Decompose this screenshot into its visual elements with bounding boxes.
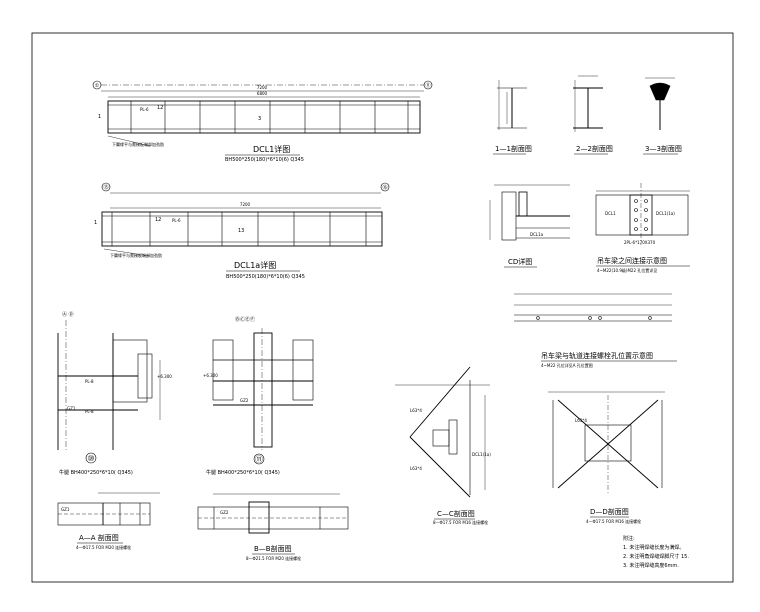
dcl1a-note: 下翼缘平与爬梯板端部加劲肋 [110, 252, 162, 258]
dcl1-mark-3: 3 [258, 116, 261, 122]
dcl1-dim-total: 7200 [257, 85, 268, 90]
notes-n2: 2. 未注明角焊缝焊脚尺寸 15. [623, 553, 689, 560]
section-a-a: GZ1 A—A 剖面图 4—Φ17.5 FOR M20 连接螺栓 [57, 492, 160, 550]
n10-axis: Ⓐ Ⓓ [62, 311, 74, 318]
cc-dcl: DCL1(1a) [472, 452, 491, 457]
n10-circle: ⑩ [87, 454, 94, 463]
dcl1a-mark-13: 13 [238, 228, 244, 234]
section-b-b: GZ2 B—B剖面图 8—Φ21.5 FOR M20 连接螺栓 [197, 493, 349, 561]
join-sub: 4~M22(10.9级)M22 孔位置详见 [597, 267, 657, 273]
rail-bolt-layout: 吊车梁与轨道连接螺栓孔位置示意图 4~M22 孔位详见A 孔位置图 [514, 293, 677, 368]
notes-n1: 1. 未注明焊缝长度为满焊。 [623, 544, 684, 551]
section-3-3: 3—3剖面图 [643, 77, 682, 155]
section-1-1: 1—1剖面图 [493, 80, 532, 155]
join-note: 2PL-6*170X370 [624, 240, 656, 245]
aa-label: A—A 剖面图 [79, 533, 119, 542]
n11-axis: ⒷⒸⒺⒻ [235, 316, 255, 323]
dcl1-note: 下翼缘平与爬梯板端部加劲肋 [112, 141, 164, 147]
n11-elev: +6.300 [203, 373, 218, 378]
dd-l: L63*4 [575, 418, 587, 423]
dcl1a-axis-left: ⑮ [103, 184, 108, 191]
aa-gz: GZ1 [61, 507, 70, 512]
bb-sub: 8—Φ21.5 FOR M20 连接螺栓 [246, 555, 301, 561]
cd-mark: DCL1a [530, 232, 544, 237]
n10-spec: 牛腿 BH400*250*6*10( Q345) [59, 469, 133, 476]
section-c-c: L63*4 L63*4 DCL1(1a) C—C剖面图 8—Φ17.5 FOR … [395, 366, 491, 525]
cd-label: CD详图 [508, 257, 532, 266]
dcl1a-axis-right: ⑯ [382, 184, 387, 191]
bb-label: B—B剖面图 [254, 544, 292, 553]
dcl1a-title: DCL1a详图 [234, 260, 276, 270]
join-right: DCL1(1a) [656, 211, 675, 216]
sheet-border [31, 32, 734, 583]
node-10: Ⓐ Ⓓ PL-8 PL-8 GZ1 +6.300 ⑩ 牛腿 BH400*250*… [57, 311, 172, 476]
notes-title: 附注: [623, 535, 635, 542]
dcl1-mark-1: 1 [98, 114, 101, 120]
n10-elev: +6.300 [157, 374, 172, 379]
aa-sub: 4—Φ17.5 FOR M20 连接螺栓 [76, 544, 131, 550]
dcl1a-mark-1: 1 [94, 220, 97, 226]
dcl1a-elevation: ⑮ ⑯ 7200 PL-6 12 13 1 下翼缘平与爬梯板端部加劲肋 DCL1… [94, 182, 390, 280]
rail-label: 吊车梁与轨道连接螺栓孔位置示意图 [541, 351, 653, 360]
n10-pl1: PL-8 [85, 379, 94, 384]
join-detail: DCL1 DCL1(1a) 2PL-6*170X370 吊车梁之间连接示意图 4… [595, 183, 690, 273]
dcl1-elevation: ① ⑪ 7200 6800 PL-6 12 3 1 下翼缘平与爬梯板端部加劲肋 … [92, 80, 433, 163]
dd-label: D—D剖面图 [590, 507, 629, 516]
dcl1-axis-left: ① [95, 83, 100, 89]
join-left: DCL1 [605, 211, 616, 216]
cd-detail: DCL1a CD详图 [489, 184, 570, 268]
dcl1-dim-mid: 6800 [257, 91, 268, 96]
cc-l1: L63*4 [410, 408, 422, 413]
dcl1a-mark-12: 12 [155, 217, 161, 223]
sec33-label: 3—3剖面图 [645, 144, 682, 153]
cc-l2: L63*4 [410, 466, 422, 471]
join-label: 吊车梁之间连接示意图 [597, 256, 667, 265]
dcl1-spec: BH500*250(180)*6*10(6) Q345 [225, 157, 304, 163]
node-11: ⒷⒸⒺⒻ +6.300 GZ2 ⑪ 牛腿 BH400*250*6*10( Q34… [203, 316, 314, 476]
cc-sub: 8—Φ17.5 FOR M16 连接螺栓 [433, 519, 488, 525]
dcl1-title: DCL1详图 [253, 144, 290, 154]
sec11-label: 1—1剖面图 [495, 144, 532, 153]
n11-gz: GZ2 [240, 398, 249, 403]
dcl1a-spec: BH500*250(180)*6*10(6) Q345 [226, 274, 305, 280]
dcl1a-dim-total: 7200 [240, 202, 251, 207]
n10-gz: GZ1 [67, 406, 76, 411]
dcl1-mark-pl: PL-6 [140, 107, 149, 112]
dcl1a-mark-pl: PL-6 [172, 218, 181, 223]
cc-label: C—C剖面图 [437, 509, 475, 518]
section-d-d: L63*4 D—D剖面图 4—Φ17.5 FOR M16 连接螺栓 [548, 391, 665, 524]
notes-block: 附注: 1. 未注明焊缝长度为满焊。 2. 未注明角焊缝焊脚尺寸 15. 3. … [623, 535, 689, 569]
n11-spec: 牛腿 BH400*250*6*10( Q345) [206, 469, 280, 476]
dcl1-axis-right: ⑪ [425, 82, 430, 89]
dcl1-mark-12: 12 [157, 105, 163, 111]
notes-n3: 3. 未注明焊缝高度6mm. [623, 562, 679, 569]
n11-circle: ⑪ [255, 455, 263, 464]
sec22-label: 2—2剖面图 [576, 144, 613, 153]
dd-sub: 4—Φ17.5 FOR M16 连接螺栓 [586, 518, 641, 524]
n10-pl2: PL-8 [85, 409, 94, 414]
rail-sub: 4~M22 孔位详见A 孔位置图 [541, 362, 593, 368]
bb-gz: GZ2 [220, 510, 229, 515]
section-2-2: 2—2剖面图 [573, 75, 613, 155]
